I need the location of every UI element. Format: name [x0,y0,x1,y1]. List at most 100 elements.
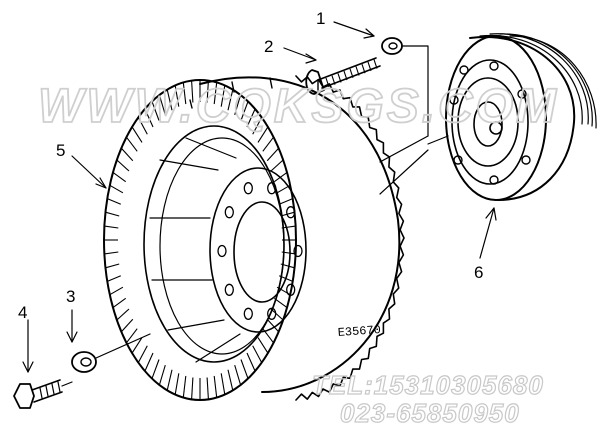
callout-1: 1 [316,9,325,28]
gear-tooth [131,126,143,143]
gear-tooth [206,377,209,400]
gear-tooth [278,198,293,205]
gear-tooth [213,82,218,105]
gear-tooth [220,85,226,107]
callout-5: 5 [56,141,65,160]
gear-tooth [266,147,280,162]
gear-tooth [246,108,256,128]
hub-bolt-hole [267,182,277,195]
hub-bolt-holes [217,182,303,320]
gear-tooth [257,126,269,143]
gear-tooth [144,108,154,128]
gear-tooth [257,337,269,354]
callout-4: 4 [18,303,27,322]
gear-tooth [137,117,148,135]
gear-tooth [182,82,187,105]
bolt-thread [355,66,360,76]
gear-tooth [166,89,173,111]
gear-tooth [151,359,160,379]
watermark-url: WWW.CQKSGS.COM [38,80,559,133]
gear-tooth [126,328,138,344]
gear-tooth [137,345,148,363]
gear-tooth [174,373,180,395]
bolt-part-4 [13,379,63,409]
bolt-thread [343,70,348,81]
callout-6: 6 [474,263,483,282]
gear-tooth [105,263,120,269]
hub-bolt-hole [224,283,234,296]
gear-spokes [149,137,241,363]
bolt-thread [337,73,342,83]
gear-tooth [144,352,154,372]
gear-tooth [213,375,218,398]
gear-tooth [234,94,242,116]
gear-tooth [240,359,249,379]
gear-tooth [174,85,180,107]
gear-tooth [126,136,138,152]
bolt-thread [349,68,354,78]
watermark-phone: 023-65850950 [340,398,520,428]
callout-2: 2 [264,37,273,56]
gear-tooth [270,159,284,172]
gear-tooth [158,364,166,386]
watermark-tel: TEL:15310305680 [312,370,544,400]
gear-tooth [191,377,194,400]
gear-tooth [252,345,263,363]
gear-tooth [107,198,122,205]
hub-bolt-hole [286,206,296,219]
callout-arrows [22,21,497,373]
bolt-thread [373,59,378,69]
gear-tooth [107,275,122,282]
gear-tooth [109,286,124,296]
hub-bolt-hole [293,244,303,258]
hub-bolt-hole [224,206,234,219]
bolt-part-2 [305,57,381,95]
hub-bolt-hole [243,307,253,320]
hub-bolt-hole [217,244,227,258]
gear-tooth [151,101,160,121]
gear-tooth [262,136,274,152]
gear-tooth [240,101,249,121]
assembly-lines [61,45,449,387]
gear-tooth [104,225,119,229]
callout-3: 3 [66,287,75,306]
hub-bolt-hole [243,182,253,195]
gear-tooth [112,297,127,309]
gear-tooth [206,80,209,103]
gear-tooth [227,89,234,111]
gear-tooth [246,352,256,372]
gear-tooth [116,308,130,321]
hub-bolt-hole [267,307,277,320]
gear-tooth [116,159,130,172]
bolt-thread [331,75,336,85]
gear-tooth [131,337,143,354]
gear-tooth [105,211,120,217]
gear-tooth [280,211,295,217]
gear-tooth [266,318,280,333]
hub-bolt-hole [286,283,296,296]
gear-tooth [120,147,134,162]
gear-tooth [252,117,263,135]
gear-tooth [166,369,173,391]
gear-tooth [220,373,226,395]
gear-tooth [182,375,187,398]
gear-wheel [103,75,405,401]
bolt-thread [325,77,330,88]
gear-outer-tooth-edge [295,75,405,401]
bolt-thread [367,61,372,72]
washer-part-1 [381,37,403,55]
washer-part-3 [71,351,97,373]
gear-tooth [104,251,119,255]
bolt-thread [361,64,366,74]
gear-tooth [158,94,166,116]
gear-tooth [270,308,284,321]
gear-tooth [191,80,194,103]
gear-tooth [227,369,234,391]
pulley-damper [445,33,597,201]
gear-tooth [112,171,127,183]
drawing-code: E35670 [337,323,381,340]
gear-tooth [120,318,134,333]
gear-tooth [109,184,124,194]
gear-tooth [234,364,242,386]
